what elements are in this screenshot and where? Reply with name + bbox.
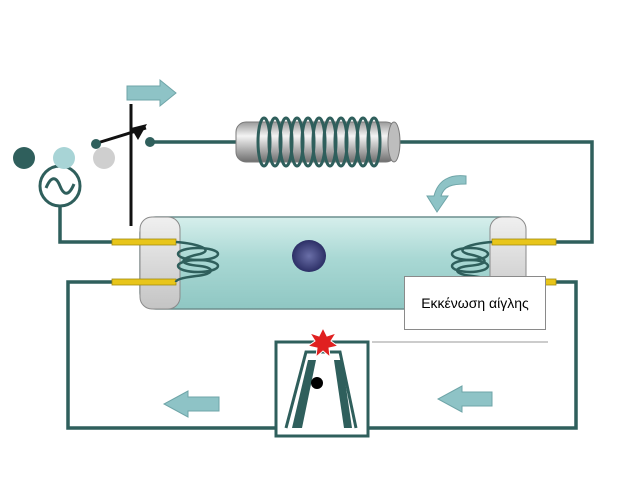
tube-end-left	[139, 216, 181, 310]
terminal-dot-teal	[53, 147, 75, 169]
bimetal-contact	[311, 377, 323, 389]
arrow-icon	[162, 390, 220, 418]
glow-discharge-label: Εκκένωση αίγλης	[404, 276, 546, 330]
coil-turn	[366, 116, 382, 168]
fluorescent-tube	[111, 216, 557, 310]
arrow-icon	[126, 78, 177, 108]
wire-top-right	[395, 140, 594, 244]
arrow-icon	[426, 175, 467, 213]
wire-right-lower	[368, 280, 578, 430]
electrode-pin	[111, 238, 177, 246]
circuit-wires	[58, 140, 594, 430]
ac-source-icon	[13, 147, 115, 208]
electrode-pin	[491, 238, 557, 246]
electrode-pin	[111, 278, 177, 286]
arrow-icon	[436, 385, 493, 413]
inductor-coil	[235, 116, 401, 168]
gas-discharge-blob	[292, 240, 326, 272]
spark-icon	[306, 326, 340, 359]
filament-left	[174, 240, 220, 283]
starter-icon	[274, 340, 370, 438]
wire-left-lower	[66, 280, 276, 430]
switch-icon	[91, 104, 155, 226]
terminal-dot-dark	[13, 147, 35, 169]
wire-left-upper	[58, 194, 115, 244]
terminal-dot-grey	[93, 147, 115, 169]
